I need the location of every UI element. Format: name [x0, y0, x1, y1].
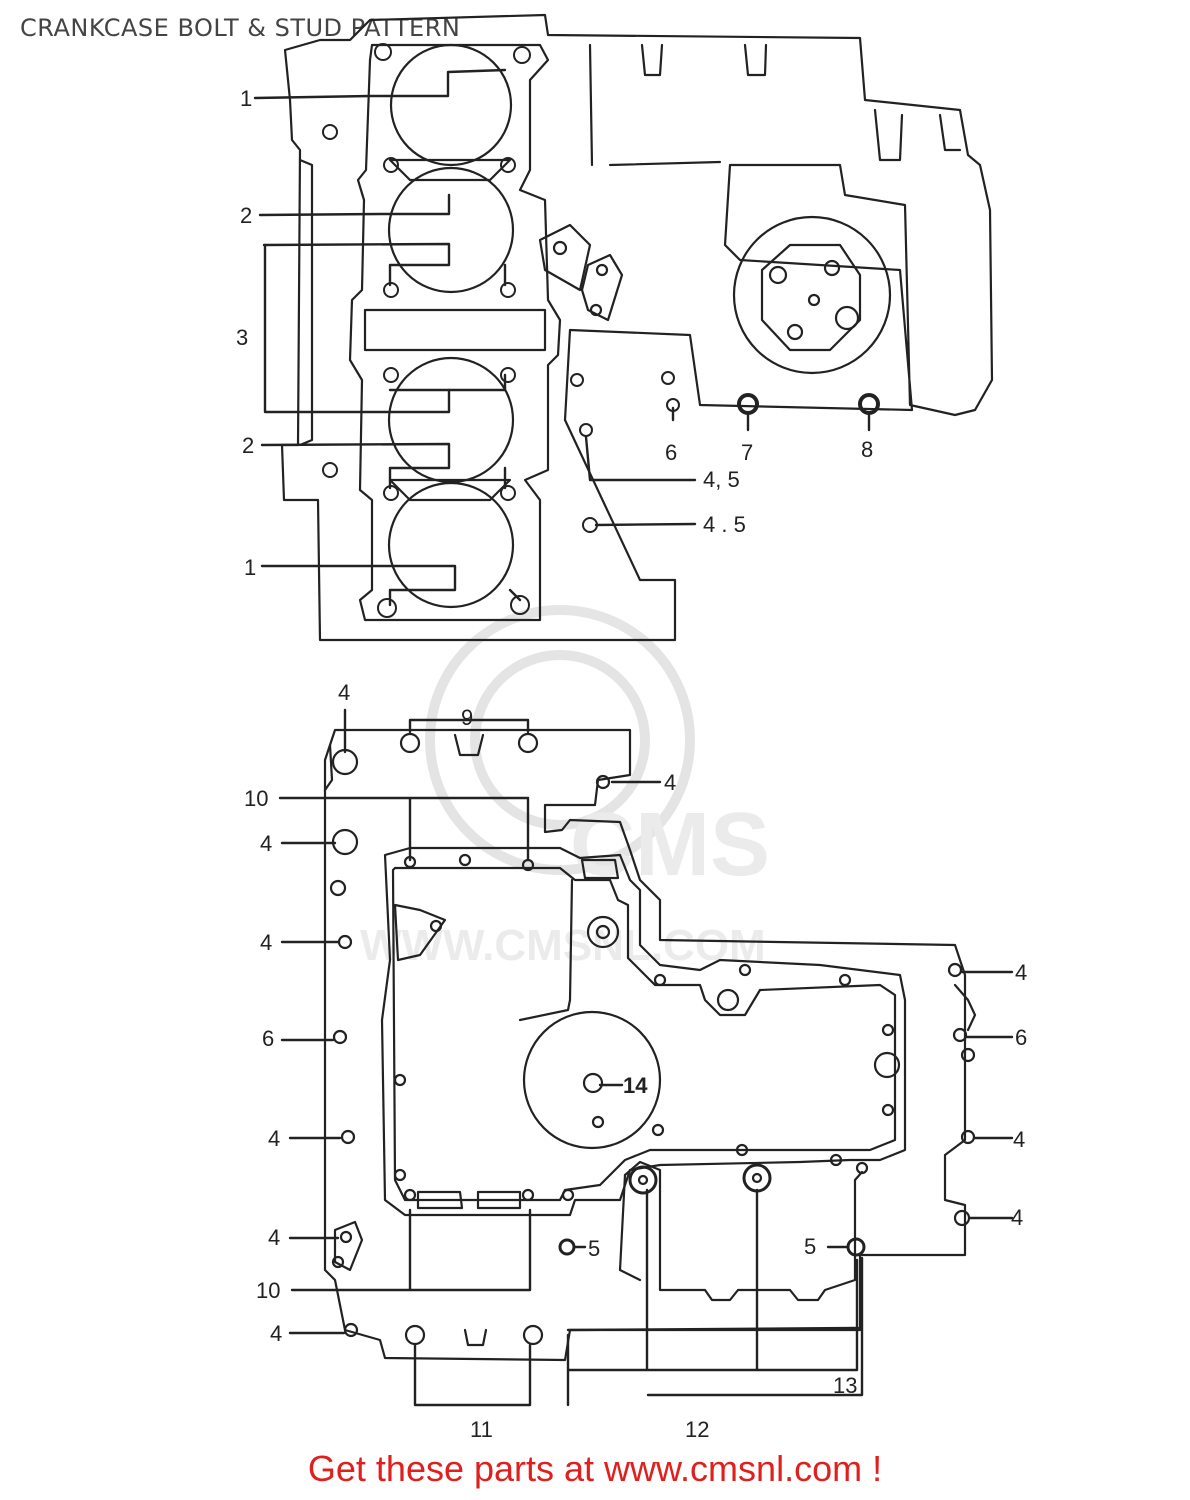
stud-holes — [322, 43, 680, 618]
callout-9: 9 — [461, 705, 473, 730]
callout-3: 3 — [236, 325, 248, 350]
cylinder-gasket — [348, 43, 562, 622]
upper-leaders — [253, 68, 871, 607]
callout-2-bottom: 2 — [242, 433, 254, 458]
callout-5-right: 5 — [804, 1234, 816, 1259]
callout-6-right: 6 — [1015, 1025, 1027, 1050]
callout-4-5-b: 4 . 5 — [703, 512, 746, 537]
callout-4-left-3: 4 — [268, 1126, 280, 1151]
callout-4-top: 4 — [338, 680, 350, 705]
callout-4-left-2: 4 — [260, 930, 272, 955]
callout-4-right-1: 4 — [664, 770, 676, 795]
callout-13: 13 — [833, 1373, 857, 1398]
bore-4 — [387, 481, 515, 609]
footer-banner[interactable]: Get these parts at www.cmsnl.com ! — [307, 1448, 883, 1489]
callout-4-right-4: 4 — [1011, 1205, 1023, 1230]
callout-1-top: 1 — [240, 86, 252, 111]
callout-11: 11 — [470, 1417, 493, 1440]
bore-3 — [387, 356, 515, 484]
callout-4-right-3: 4 — [1013, 1127, 1025, 1152]
callout-12: 12 — [685, 1417, 709, 1440]
lower-case-outline — [323, 728, 967, 1362]
callout-4-left-4: 4 — [268, 1225, 280, 1250]
strainer-cover — [522, 1010, 662, 1150]
callout-6-upper: 6 — [665, 440, 677, 465]
callout-14: 14 — [623, 1073, 648, 1098]
callout-7: 7 — [741, 440, 753, 465]
callout-4-left-1: 4 — [260, 831, 272, 856]
callout-4-right-2: 4 — [1015, 960, 1027, 985]
lower-crankcase — [323, 728, 977, 1362]
lower-leaders — [278, 708, 1014, 1407]
callout-labels: 1 2 3 2 1 6 7 8 4, 5 4 . 5 4 9 4 10 4 4 … — [236, 86, 1027, 1440]
callout-10-bottom: 10 — [256, 1278, 280, 1303]
clutch-cover — [732, 215, 892, 375]
upper-crankcase — [280, 13, 994, 642]
oil-pan-gasket — [380, 846, 907, 1217]
callout-4-left-5: 4 — [270, 1321, 282, 1346]
callout-1-bottom: 1 — [244, 555, 256, 580]
crankcase-diagram: CMS WWW.CMSNL.COM — [236, 13, 1027, 1440]
bore-2 — [387, 166, 515, 294]
callout-5-left: 5 — [588, 1236, 600, 1261]
callout-2-top: 2 — [240, 203, 252, 228]
upper-case-outline — [280, 13, 994, 642]
callout-8: 8 — [861, 437, 873, 462]
callout-4-5-a: 4, 5 — [703, 467, 740, 492]
watermark: CMS WWW.CMSNL.COM — [360, 605, 770, 970]
watermark-url: WWW.CMSNL.COM — [360, 921, 766, 970]
bore-1 — [389, 43, 513, 167]
callout-6-left: 6 — [262, 1026, 274, 1051]
callout-10-top: 10 — [244, 786, 268, 811]
